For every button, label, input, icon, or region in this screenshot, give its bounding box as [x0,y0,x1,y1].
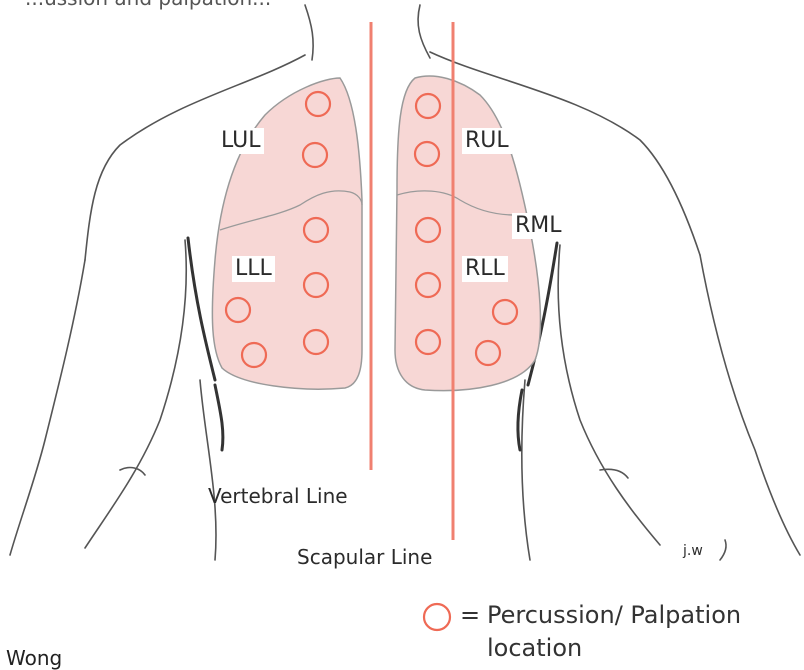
right-wrist-line [720,540,726,560]
left-scapula-edge [188,238,215,380]
legend-text-line1: Percussion/ Palpation [487,603,741,627]
right-arm-outer [700,255,800,555]
vertebral-line-label: Vertebral Line [208,486,348,506]
left-lung [212,78,362,389]
label-rll: RLL [462,256,508,282]
label-rml: RML [512,213,565,239]
legend-circle-icon [424,604,450,630]
label-rul: RUL [462,128,512,154]
neck-left-line [305,5,313,60]
label-lll: LLL [232,256,275,282]
legend-equals: = [460,603,480,627]
left-arm-inner [85,240,186,548]
left-lower-shade [215,385,223,450]
left-arm-outer [10,260,85,555]
top-caption: ...ussion and palpation... [25,0,271,8]
right-arm-inner [558,245,660,545]
left-flank-line [200,380,216,560]
right-elbow-crease [600,469,628,478]
lungs [212,76,540,391]
bottom-caption: Wong [6,648,62,668]
right-flank-line [522,380,530,560]
artist-credit: j.w [683,544,703,558]
label-lul: LUL [218,128,264,154]
scapular-line-label: Scapular Line [297,547,432,567]
neck-right-line [418,5,430,58]
legend-text-line2: location [487,636,582,660]
